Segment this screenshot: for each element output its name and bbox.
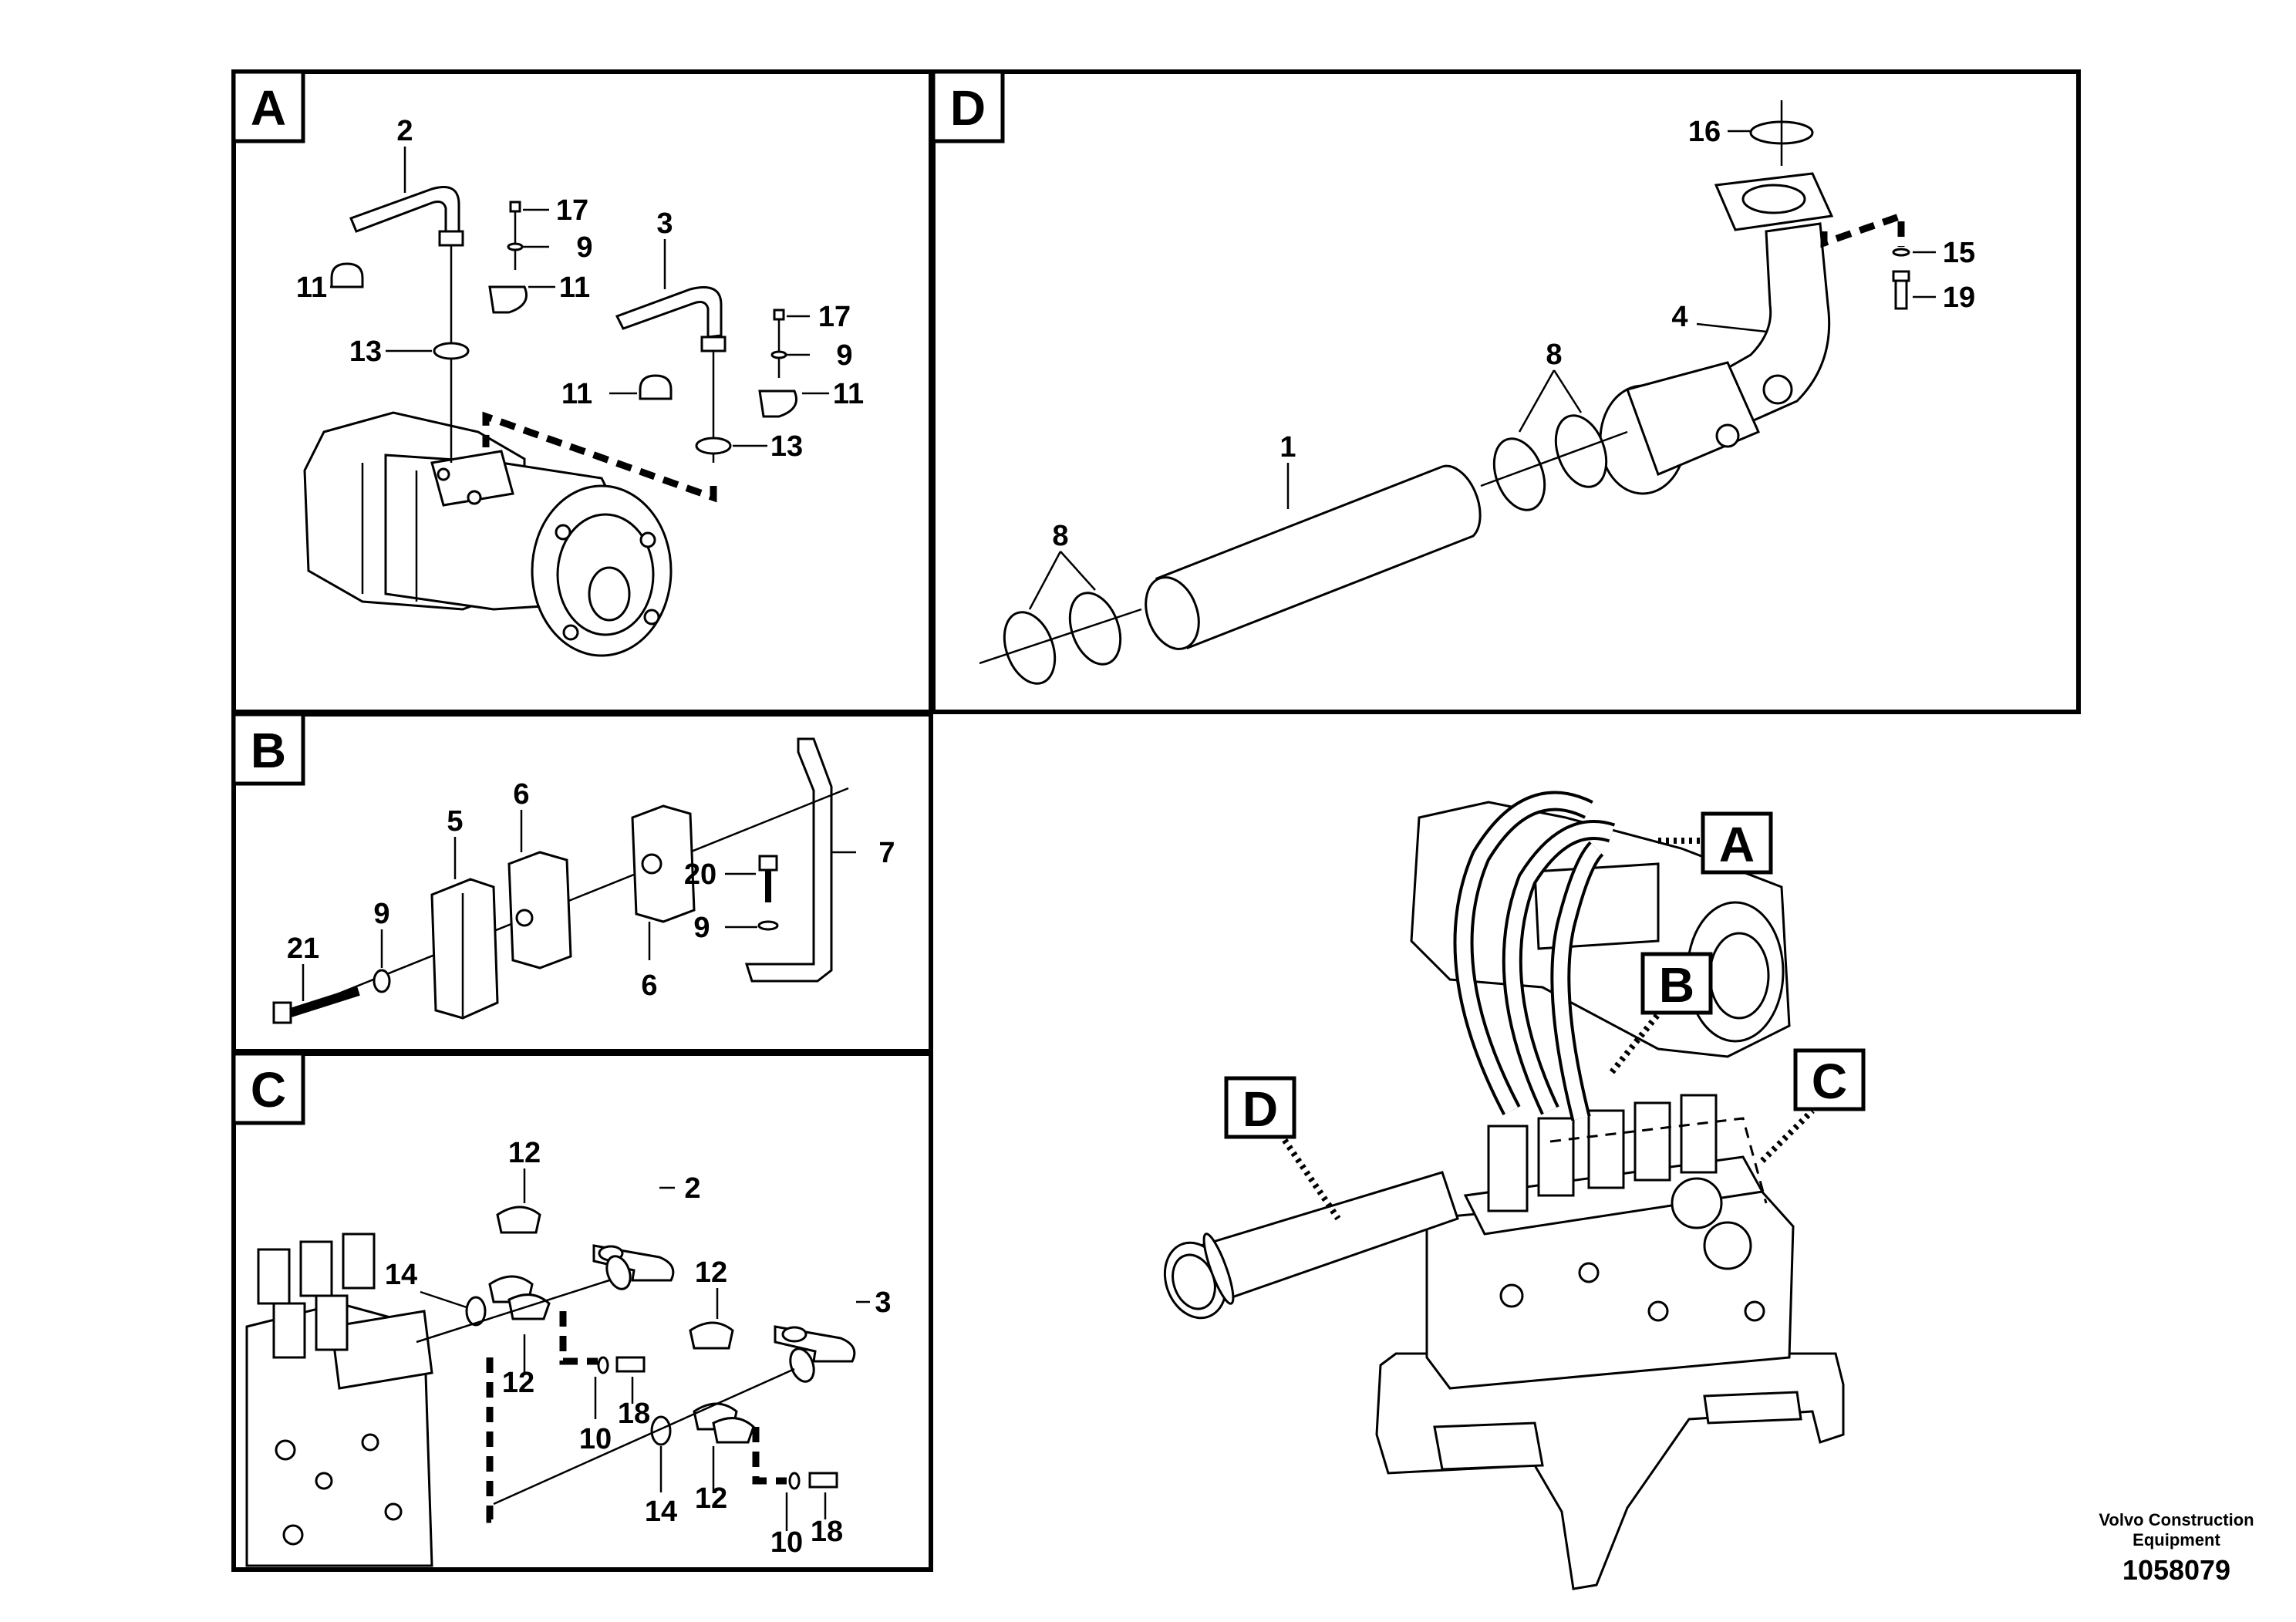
callout-c-3: 3: [875, 1286, 891, 1319]
panel-c-callouts: 12 2 14 12 3 12 18 10 14 12 18 10: [385, 1137, 892, 1559]
callout-a-11: 11: [296, 271, 327, 304]
overview-tag-c: C: [1760, 1048, 1866, 1163]
callout-a-11b: 11: [559, 271, 590, 304]
drawing-number: 1058079: [2122, 1554, 2230, 1586]
svg-text:D: D: [950, 80, 986, 136]
callout-d-19: 19: [1943, 282, 1975, 314]
callout-c-12: 12: [508, 1137, 541, 1169]
callout-a-2: 2: [396, 115, 413, 147]
footer: Volvo Construction Equipment 1058079: [2099, 1510, 2254, 1586]
panel-d-callouts: 16 15 19 4 8 1 8: [1052, 116, 1975, 552]
svg-text:A: A: [1719, 817, 1755, 872]
callout-a-13b: 13: [770, 430, 803, 463]
callout-c-10b: 10: [770, 1526, 803, 1559]
panel-d-frame: [931, 69, 2081, 714]
hose-illustration: [1145, 464, 1482, 650]
panel-c-frame: [231, 1051, 933, 1572]
callout-c-18b: 18: [811, 1516, 843, 1548]
callout-b-20: 20: [684, 858, 716, 891]
hydraulic-pump-illustration: [303, 411, 673, 657]
callout-b-6b: 6: [641, 969, 657, 1002]
callout-c-12c: 12: [695, 1256, 727, 1289]
overview-assembly: [1163, 791, 1845, 1590]
callout-c-18: 18: [618, 1398, 650, 1430]
callout-d-8b: 8: [1052, 520, 1068, 552]
svg-text:C: C: [1812, 1054, 1847, 1109]
company-name: Volvo Construction: [2099, 1510, 2254, 1529]
panel-b-callouts: 5 6 7 20 9 21 9 6: [287, 778, 895, 1002]
callout-d-16: 16: [1688, 116, 1721, 148]
callout-b-5: 5: [447, 805, 463, 838]
panel-d-label: D: [931, 69, 1005, 143]
panel-b-label: B: [231, 712, 305, 786]
panel-a-callouts: 2 17 9 3 11 11 17 9 13 11 11 13: [296, 115, 864, 463]
callout-b-6: 6: [513, 778, 529, 811]
callout-a-17b: 17: [818, 301, 851, 333]
callout-a-3: 3: [656, 207, 673, 240]
svg-text:D: D: [1242, 1081, 1278, 1137]
callout-a-11c: 11: [561, 378, 592, 410]
callout-d-8: 8: [1546, 339, 1562, 371]
callout-c-12b: 12: [502, 1367, 534, 1399]
callout-d-15: 15: [1943, 237, 1975, 269]
callout-c-10: 10: [579, 1423, 612, 1455]
svg-text:A: A: [251, 80, 286, 136]
callout-d-4: 4: [1671, 301, 1687, 333]
panel-c-drawing: [245, 1168, 870, 1567]
callout-c-14b: 14: [645, 1496, 677, 1528]
svg-text:B: B: [1659, 957, 1694, 1013]
callout-a-17: 17: [556, 194, 588, 227]
control-valve-illustration: [245, 1233, 433, 1567]
callout-b-9b: 9: [373, 898, 389, 930]
callout-b-7: 7: [878, 837, 895, 869]
panel-c-label: C: [231, 1051, 305, 1125]
panel-b-drawing: [272, 737, 856, 1024]
overview-tag-d: D: [1224, 1076, 1341, 1221]
callout-c-12d: 12: [695, 1482, 727, 1515]
callout-a-13: 13: [349, 336, 382, 368]
overview-tag-b: B: [1609, 952, 1713, 1074]
svg-text:C: C: [251, 1062, 286, 1118]
elbow-pipe-illustration: [1599, 172, 1834, 495]
callout-a-9: 9: [576, 231, 592, 264]
callout-a-11d: 11: [833, 378, 864, 410]
callout-c-2: 2: [684, 1172, 700, 1205]
panel-d-drawing: [979, 100, 1936, 685]
overview-tag-a: A: [1658, 811, 1773, 875]
callout-a-9b: 9: [836, 339, 852, 372]
panel-a-label: A: [231, 69, 305, 143]
callout-d-1: 1: [1279, 431, 1296, 464]
callout-b-9: 9: [693, 912, 710, 944]
company-name-line2: Equipment: [2132, 1530, 2220, 1549]
svg-text:B: B: [251, 723, 286, 778]
callout-b-21: 21: [287, 932, 319, 965]
callout-c-14: 14: [385, 1259, 417, 1291]
panel-a-drawing: [303, 147, 829, 657]
